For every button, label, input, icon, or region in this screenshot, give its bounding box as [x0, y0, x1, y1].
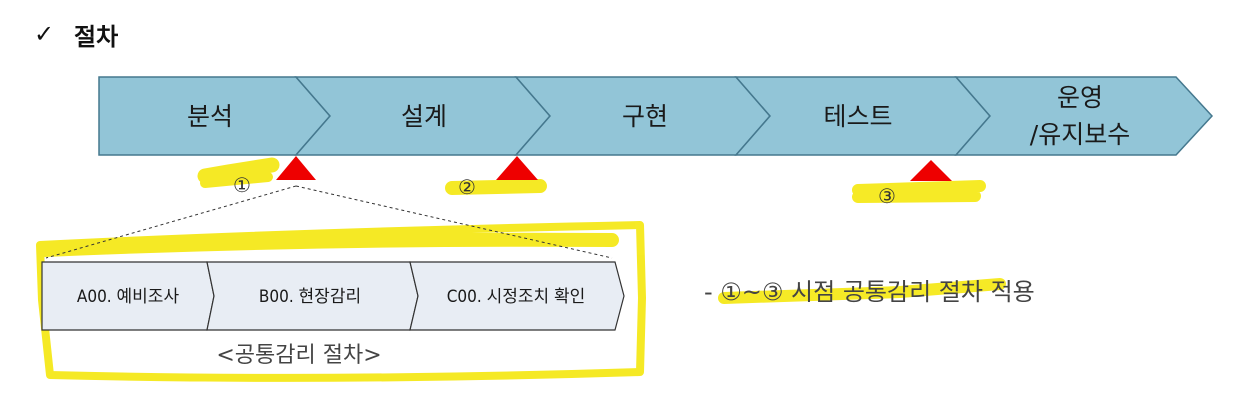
stage-label-operation: 운영 [1057, 83, 1103, 112]
sub-chevrons [41, 261, 625, 331]
stage-label-design: 설계 [401, 102, 447, 131]
highlight-marker-2 [445, 179, 547, 195]
highlight-box-top [38, 232, 619, 257]
highlight-note [718, 278, 1006, 304]
zoom-line-left [45, 185, 297, 259]
marker-3-triangle [910, 160, 952, 181]
stage-chevrons [98, 76, 1214, 156]
section-title: ✓ 절차 [34, 16, 118, 52]
zoom-lines [45, 185, 613, 259]
sub-step-c-label: C00. 시정조치 확인 [447, 287, 586, 307]
sub-procedure-caption: <공통감리 절차> [216, 343, 381, 368]
checkmark-icon: ✓ [34, 20, 55, 48]
marker-1-label: ① [233, 173, 251, 197]
stage-labels: 분석 설계 구현 테스트 운영 /유지보수 [187, 83, 1130, 149]
sub-step-b-label: B00. 현장감리 [259, 287, 361, 307]
highlight-marker-1 [197, 157, 280, 184]
title-text: 절차 [74, 22, 119, 51]
zoom-line-right [295, 185, 613, 259]
highlight-marker-3 [852, 180, 986, 203]
application-note: - ①~③ 시점 공통감리 절차 적용 [704, 278, 1035, 306]
stage-operation-shape [954, 76, 1214, 156]
sub-step-a-label: A00. 예비조사 [77, 287, 180, 307]
highlight-marker-1b [200, 172, 273, 188]
stage-label-analysis: 분석 [187, 102, 233, 131]
stage-label-maintenance: /유지보수 [1030, 120, 1130, 149]
marker-3-label: ③ [878, 184, 896, 208]
stage-label-implementation: 구현 [622, 102, 668, 131]
stage-label-test: 테스트 [823, 102, 892, 131]
marker-2-label: ② [458, 175, 476, 199]
marker-1-triangle [276, 156, 316, 180]
sub-step-c-shape [409, 261, 625, 331]
marker-2-triangle [496, 156, 538, 180]
timing-markers [276, 156, 952, 181]
